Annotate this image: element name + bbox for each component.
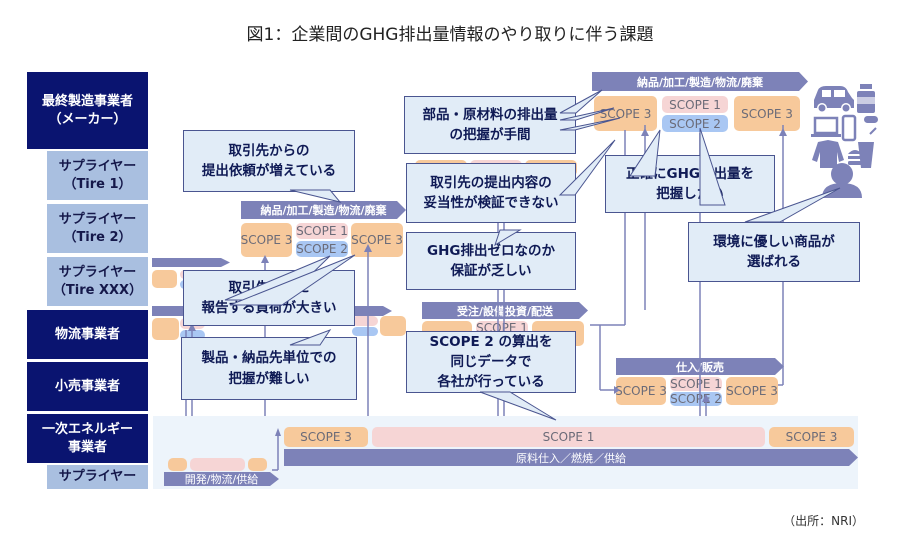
scope1-energy-supplier [190, 458, 245, 471]
row-label-maker: 最終製造事業者 （メーカー） [27, 72, 148, 149]
row-label-energy: 一次エネルギー 事業者 [27, 414, 148, 463]
scope3-upstream-tierxxx [152, 270, 177, 288]
row-label-energy-supplier: サプライヤー [47, 465, 148, 489]
scope1-tier2: SCOPE 1 [296, 223, 348, 239]
scope3-upstream-intermediate [152, 318, 179, 340]
scope3-upstream-tier2: SCOPE 3 [241, 223, 292, 257]
laptop-icon [811, 116, 841, 137]
callout-zero-not-guaranteed: GHG排出ゼロなのか 保証が乏しい [406, 232, 576, 290]
callout-cannot-verify: 取引先の提出内容の 妥当性が検証できない [406, 163, 576, 223]
row-label-retail: 小売事業者 [27, 362, 148, 411]
scope3-downstream-tier2: SCOPE 3 [351, 223, 403, 257]
scope2-tier2: SCOPE 2 [296, 241, 348, 257]
pill-icon [864, 116, 878, 123]
row-label-tier1: サプライヤー （Tire 1） [47, 151, 148, 200]
scope3-upstream-energy: SCOPE 3 [284, 427, 368, 447]
callout-product-unit-difficult: 製品・納品先単位での 把握が難しい [181, 337, 357, 400]
scope3-upstream-energy-supplier [168, 458, 187, 471]
callout-parts-materials-effort: 部品・原材料の排出量 の把握が手間 [404, 96, 576, 154]
process-bar-energy: 原料仕入／燃焼／供給 [284, 449, 858, 466]
scope2-retail: SCOPE 2 [670, 392, 722, 406]
consumer-person-icon [822, 163, 862, 198]
scope3-downstream-energy-supplier [248, 458, 267, 471]
car-icon [814, 86, 854, 113]
row-label-tier2: サプライヤー （Tire 2） [47, 204, 148, 253]
scope3-downstream-maker: SCOPE 3 [734, 96, 800, 131]
source-note: （出所：NRI） [783, 514, 864, 528]
process-bar-logistics: 受注/設備投資/配送 [422, 302, 588, 319]
scope3-downstream-energy: SCOPE 3 [769, 427, 854, 447]
scope1-maker: SCOPE 1 [662, 96, 728, 113]
burger-drink-icon [848, 127, 877, 168]
callout-eco-products-chosen: 環境に優しい商品が 選ばれる [688, 222, 860, 282]
callout-reporting-burden: 取引先ごとに 報告する負荷が大きい [183, 270, 355, 326]
process-bar-retail: 仕入/販売 [616, 358, 784, 375]
row-label-tierxxx: サプライヤー （Tire XXX） [47, 257, 148, 306]
shirt-icon [812, 140, 844, 168]
scope3-upstream-maker: SCOPE 3 [594, 96, 657, 131]
figure-title: 図1：企業間のGHG排出量情報のやり取りに伴う課題 [246, 25, 654, 45]
scope2-intermediate-b [352, 327, 378, 336]
callout-accurate-ghg: 正確にGHG排出量を 把握したい [605, 155, 775, 213]
scope3-upstream-retail: SCOPE 3 [615, 377, 667, 405]
row-label-logistics: 物流事業者 [27, 310, 148, 359]
process-bar-maker: 納品/加工/製造/物流/廃棄 [592, 72, 808, 91]
scope1-intermediate-b [352, 316, 378, 326]
scope2-maker: SCOPE 2 [662, 115, 728, 132]
smartphone-icon [841, 114, 857, 142]
process-bar-tierxxx [152, 258, 230, 267]
process-bar-energy-supplier: 開発/物流/供給 [164, 472, 279, 486]
scope3-downstream-intermediate [380, 316, 406, 336]
medicine-bottle-icon [857, 84, 875, 113]
scope1-energy: SCOPE 1 [372, 427, 765, 447]
consumer-products-icons [811, 84, 878, 198]
process-bar-tier2: 納品/加工/製造/物流/廃棄 [241, 201, 406, 219]
callout-scope2-same-data: SCOPE 2 の算出を 同じデータで 各社が行っている [406, 331, 576, 393]
scope1-retail: SCOPE 1 [670, 377, 722, 391]
callout-requests-increasing: 取引先からの 提出依頼が増えている [183, 130, 355, 192]
scope3-downstream-retail: SCOPE 3 [726, 377, 778, 405]
